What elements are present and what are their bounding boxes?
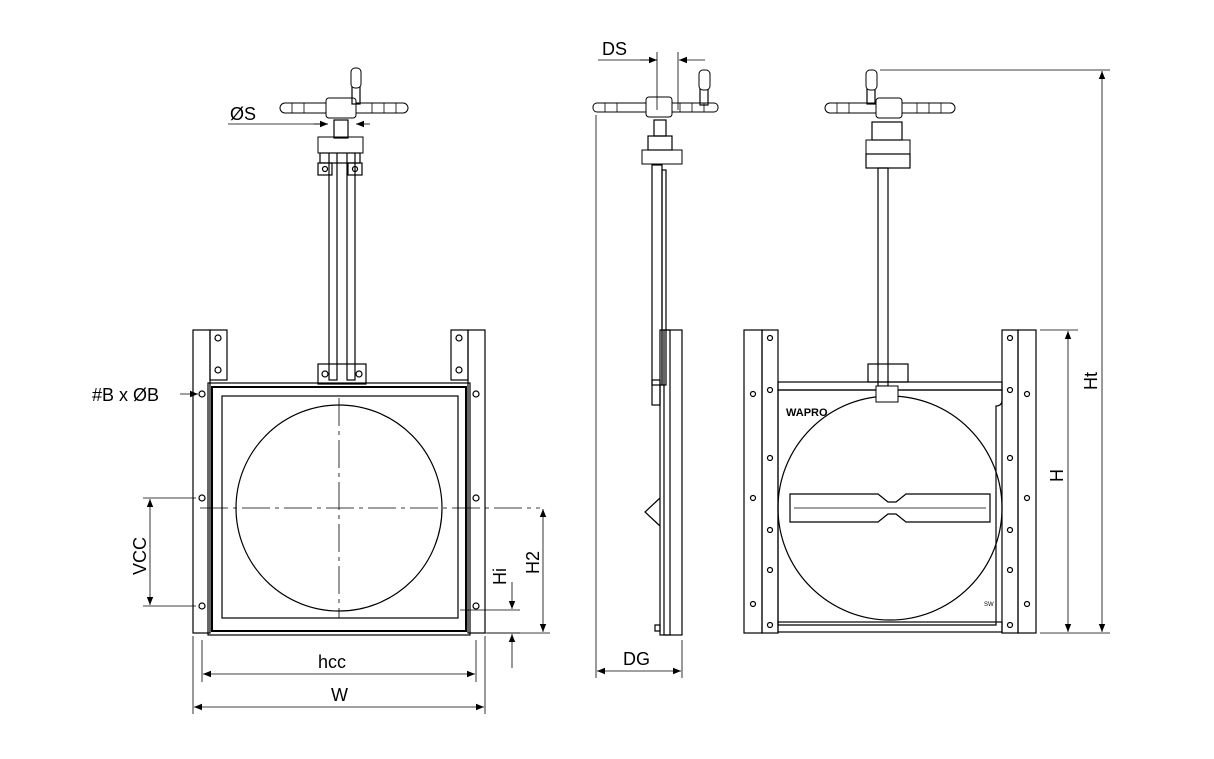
handwheel-icon — [279, 67, 409, 119]
height-label: H — [1047, 469, 1067, 482]
back-yoke — [865, 139, 911, 155]
side-wedge — [644, 497, 661, 527]
side-body — [659, 329, 683, 636]
side-handwheel-icon — [592, 69, 719, 118]
side-view — [592, 69, 719, 636]
gate-plate — [221, 395, 459, 619]
yoke — [317, 136, 364, 154]
back-handwheel-icon — [824, 69, 956, 119]
horizontal-centers-label: hcc — [318, 652, 346, 672]
depth-label: DG — [623, 649, 650, 669]
back-view: WAPRO SW — [743, 69, 1037, 634]
bolt-holes — [198, 390, 480, 610]
back-gate — [777, 389, 1003, 626]
back-bolt-holes — [749, 334, 1031, 629]
front-view — [192, 67, 540, 636]
width-label: W — [331, 685, 348, 705]
handle-knob — [350, 67, 362, 89]
plate-marking: SW — [984, 602, 994, 608]
center-height-label: H2 — [523, 551, 543, 574]
left-rail — [192, 329, 211, 634]
stem-right — [346, 149, 356, 381]
total-height-label: Ht — [1081, 372, 1101, 390]
left-lug — [209, 329, 228, 381]
offset-label: DS — [602, 39, 627, 59]
bottom-height-label: Hi — [490, 568, 510, 585]
back-stem — [877, 167, 889, 387]
right-lug — [450, 329, 469, 381]
back-bar — [789, 493, 991, 523]
back-left-rail — [743, 329, 763, 634]
bolt-holes-label: #B x ØB — [92, 385, 159, 405]
side-yoke — [641, 149, 683, 165]
stem-left — [328, 149, 338, 381]
vertical-centers-label: VCC — [130, 537, 150, 575]
back-right-rail — [1017, 329, 1037, 634]
plate-brand: WAPRO — [786, 407, 828, 419]
dimensions: #B x ØB ØS DS VCC Hi H2 hcc — [92, 39, 1110, 714]
gate-body — [207, 382, 471, 636]
shaft-diameter-label: ØS — [230, 104, 256, 124]
